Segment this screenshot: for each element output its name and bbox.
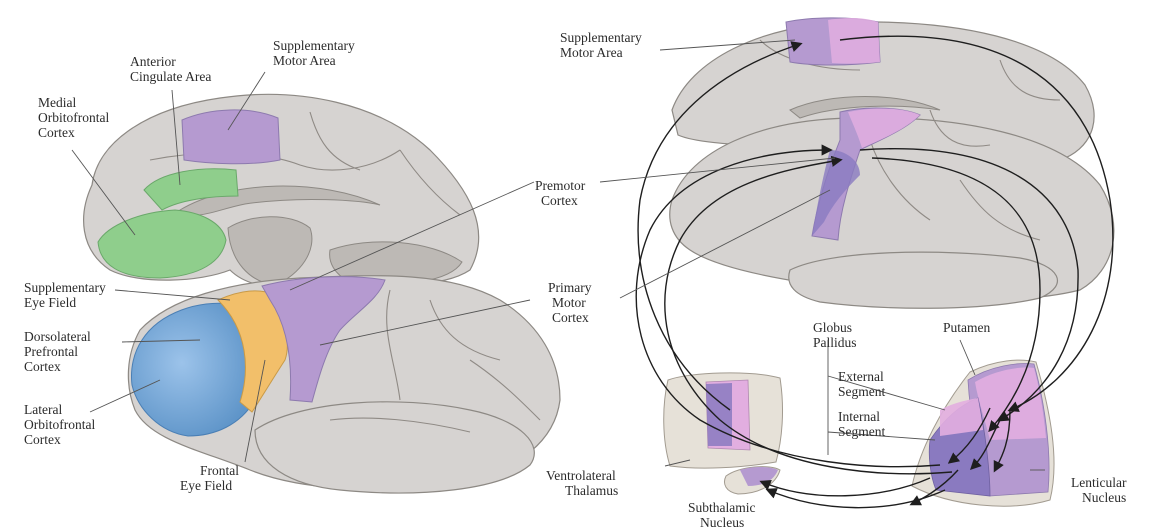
label-ventrolateral-thalamus: Ventrolateral Thalamus bbox=[546, 468, 619, 498]
label-supplementary-motor-area: Supplementary Motor Area bbox=[273, 38, 358, 68]
label-anterior-cingulate-area: Anterior Cingulate Area bbox=[130, 54, 211, 84]
label-putamen: Putamen bbox=[943, 320, 990, 335]
label-globus-pallidus: Globus Pallidus bbox=[813, 320, 857, 350]
label-lateral-orbitofrontal-cortex: Lateral Orbitofrontal Cortex bbox=[24, 402, 99, 447]
right-temporal-lobe bbox=[789, 252, 1058, 308]
label-internal-segment: Internal Segment bbox=[838, 409, 885, 439]
label-primary-motor-cortex: Primary Motor Cortex bbox=[548, 280, 595, 325]
label-premotor-cortex: Premotor Cortex bbox=[535, 178, 589, 208]
label-lenticular-nucleus: Lenticular Nucleus bbox=[1071, 475, 1130, 505]
lateral-brain-view bbox=[128, 276, 560, 493]
label-dorsolateral-prefrontal-cortex: Dorsolateral Prefrontal Cortex bbox=[24, 329, 94, 374]
label-right-supplementary-motor-area: Supplementary Motor Area bbox=[560, 30, 645, 60]
label-supplementary-eye-field: Supplementary Eye Field bbox=[24, 280, 109, 310]
label-external-segment: External Segment bbox=[838, 369, 887, 399]
temporal-lobe bbox=[255, 402, 534, 493]
supplementary-motor-area-medial bbox=[182, 110, 280, 164]
label-subthalamic-nucleus: Subthalamic Nucleus bbox=[688, 500, 759, 530]
label-medial-orbitofrontal-cortex: Medial Orbitofrontal Cortex bbox=[38, 95, 113, 140]
medial-brain-view bbox=[84, 94, 479, 287]
label-frontal-eye-field: Frontal Eye Field bbox=[180, 463, 242, 493]
